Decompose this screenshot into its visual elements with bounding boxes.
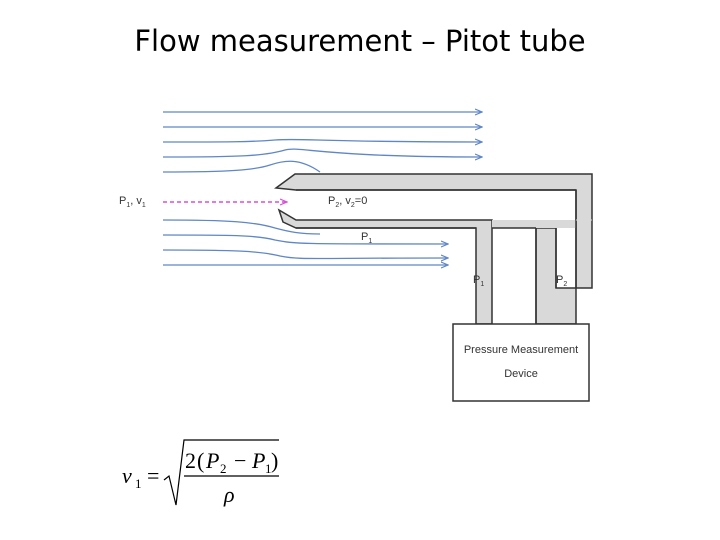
static-p-sub: 1	[368, 238, 372, 245]
eq-coef: 2	[185, 448, 196, 473]
tube-left-label: P1	[473, 274, 484, 288]
static-label: P1	[361, 231, 372, 245]
streamlines-lower	[162, 219, 448, 265]
eq-p2: P	[205, 448, 219, 473]
stag-v-sub: 2	[351, 202, 355, 209]
eq-equals: =	[147, 463, 159, 488]
eq-rho: ρ	[223, 482, 235, 507]
pitot-tube	[273, 173, 593, 325]
eq-open: (	[197, 448, 204, 473]
streamline	[162, 234, 448, 244]
device-line2: Device	[504, 368, 538, 380]
streamlines-upper	[162, 112, 482, 173]
eq-p1-sub: 1	[265, 461, 272, 476]
tube-right-label: P2	[556, 274, 567, 288]
eq-close: )	[271, 448, 278, 473]
velocity-equation: v 1 = 2 ( P 2 − P 1 ρ )	[122, 439, 279, 507]
tube-left-p: P	[473, 274, 480, 286]
inlet-p: P	[119, 195, 126, 207]
eq-p1: P	[251, 448, 265, 473]
static-p: P	[361, 231, 368, 243]
streamline	[162, 139, 482, 142]
device-line1: Pressure Measurement	[464, 344, 578, 356]
stag-p: P	[328, 195, 335, 207]
inlet-v: , v	[130, 195, 142, 207]
tube-bridge	[492, 220, 576, 228]
stag-v-val: =0	[355, 195, 368, 207]
stag-v: , v	[339, 195, 351, 207]
sqrt-sign	[163, 439, 279, 506]
eq-lhs: v	[122, 463, 132, 488]
tube-right-p: P	[556, 274, 563, 286]
tube-right-p-sub: 2	[563, 281, 567, 288]
pressure-device-box	[452, 323, 590, 402]
streamline	[162, 160, 321, 173]
eq-lhs-sub: 1	[135, 476, 142, 491]
stagnation-label: P2, v2=0	[328, 195, 367, 209]
inlet-v-sub: 1	[142, 202, 146, 209]
eq-minus: −	[234, 448, 246, 473]
slide-title: Flow measurement – Pitot tube	[134, 24, 586, 58]
eq-p2-sub: 2	[220, 461, 227, 476]
stag-p-sub: 2	[335, 202, 339, 209]
streamline	[162, 249, 448, 259]
streamline	[162, 219, 321, 235]
tube-left-p-sub: 1	[480, 281, 484, 288]
inlet-p-sub: 1	[126, 202, 130, 209]
streamline	[162, 148, 482, 157]
inlet-label: P1, v1	[119, 195, 146, 209]
tube-static-branch	[277, 208, 493, 325]
